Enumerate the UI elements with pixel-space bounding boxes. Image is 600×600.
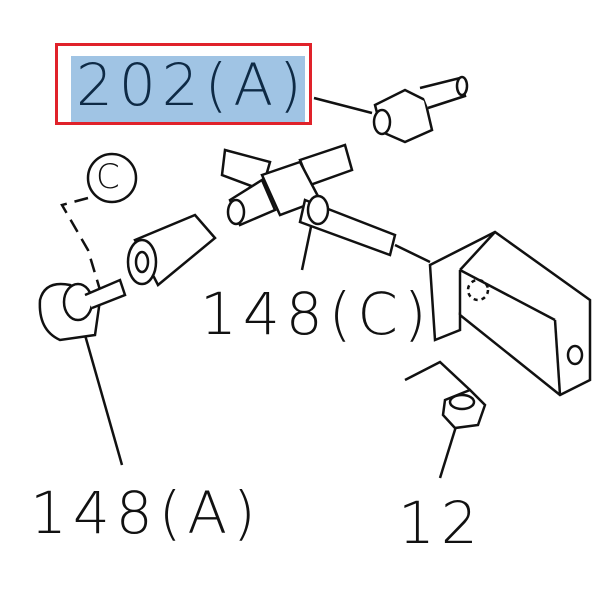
callout-label-12: 12: [398, 489, 484, 557]
leader-148c: [300, 221, 314, 271]
callout-c-circle: [86, 152, 138, 204]
leader-c: [60, 196, 102, 291]
highlight-frame: [55, 43, 312, 125]
part-148a: [38, 278, 127, 342]
part-12-nut: [441, 388, 487, 430]
leader-12: [438, 419, 460, 479]
callout-label-148a: 148(A): [30, 479, 262, 547]
part-202a-fitting: [372, 75, 469, 144]
callout-label-202a[interactable]: 202(A): [76, 51, 308, 119]
part-hex-spacer: [126, 213, 217, 287]
leader-202a: [313, 96, 373, 115]
leader-148a: [83, 334, 124, 466]
part-bracket: [428, 230, 592, 397]
part-148c-cross: [220, 143, 431, 264]
leader-bracket: [404, 360, 471, 391]
highlight-selection: [71, 56, 305, 122]
callout-label-148c: 148(C): [200, 280, 433, 348]
callout-label-c: C: [96, 157, 120, 197]
